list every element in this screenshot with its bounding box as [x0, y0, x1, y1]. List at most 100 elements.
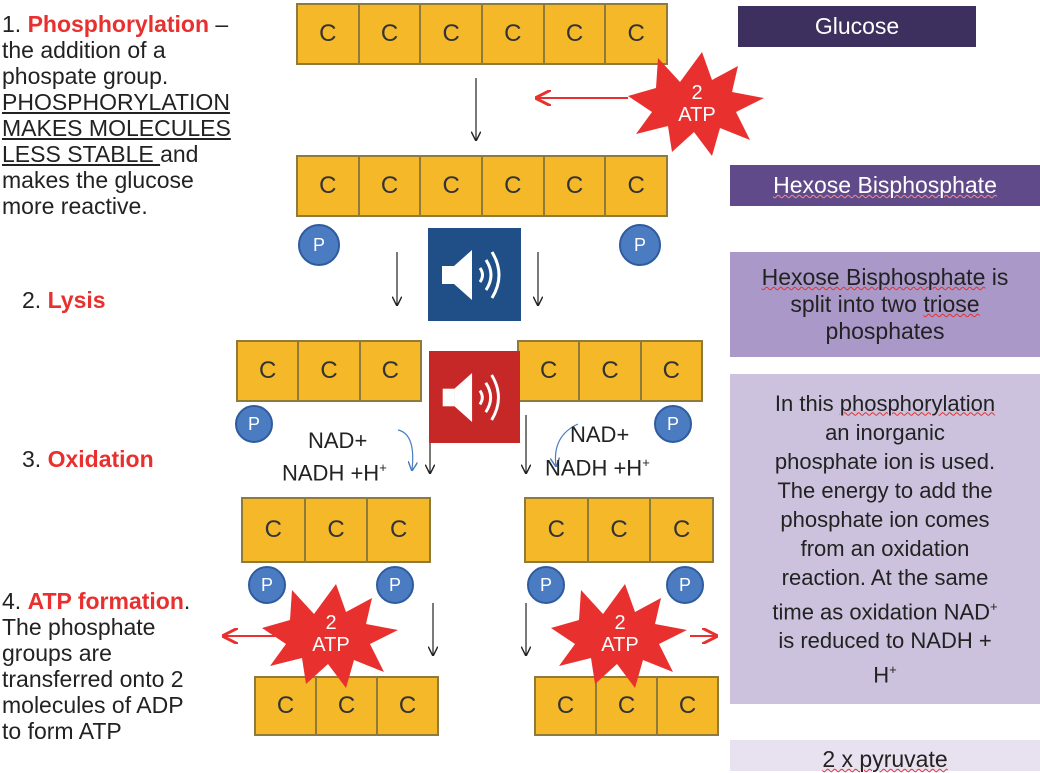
- ox-text-d: phosphate ion is used.: [774, 448, 996, 474]
- pyruvate-label-box: 2 x pyruvate: [730, 740, 1040, 772]
- phosphate-group: P: [666, 566, 704, 604]
- step1-line2: the addition of a: [2, 37, 166, 63]
- step1-and: and: [160, 141, 199, 167]
- carbon-cell: C: [658, 678, 717, 734]
- carbon-cell: C: [359, 5, 422, 63]
- step4-line4: transferred onto 2: [2, 666, 184, 692]
- nadh-right-plus: +: [642, 455, 650, 470]
- phosphate-group: P: [376, 566, 414, 604]
- nadh-left-plus: +: [379, 460, 387, 475]
- oxidation-explanation-box: In this phosphorylation an inorganic pho…: [730, 374, 1040, 704]
- step1-line3: phospate group.: [2, 63, 169, 89]
- atp-count: 2: [614, 612, 626, 634]
- atp-label: ATP: [312, 634, 350, 656]
- carbon-cell: C: [360, 342, 420, 400]
- atp-count: 2: [691, 82, 703, 104]
- lysis-explanation-box: Hexose Bisphosphate is split into two tr…: [730, 252, 1040, 357]
- nad-label-left: NAD+: [308, 428, 368, 453]
- carbon-cell: C: [536, 678, 597, 734]
- ox-text-e: The energy to add the: [777, 477, 993, 503]
- glucose-label: Glucose: [814, 13, 900, 39]
- carbon-cell: C: [359, 157, 422, 215]
- ox-text-k-plus: +: [889, 662, 897, 677]
- step3-number: 3.: [22, 446, 42, 472]
- speaker-glyph: [442, 250, 501, 300]
- carbon-cell: C: [544, 5, 607, 63]
- carbon-cell: C: [421, 5, 484, 63]
- nadh-label-left: NADH +H+: [282, 455, 387, 486]
- step1-emphasis2: MAKES MOLECULES: [2, 115, 231, 141]
- split-text-4: triose: [923, 291, 980, 317]
- ox-text-a: In this: [774, 390, 840, 416]
- speaker-icon[interactable]: [428, 228, 521, 321]
- oxidised-right-chain: C C C: [524, 497, 714, 563]
- atp-count: 2: [325, 612, 337, 634]
- carbon-cell: C: [606, 5, 667, 63]
- step4-description: 4. ATP formation. The phosphate groups a…: [2, 588, 190, 744]
- carbon-cell: C: [317, 678, 378, 734]
- step4-title: ATP formation: [27, 588, 184, 614]
- carbon-cell: C: [606, 157, 667, 215]
- atp-burst-output-left: 2 ATP: [262, 582, 400, 690]
- carbon-cell: C: [256, 678, 317, 734]
- ox-text-i: time as oxidation NAD: [772, 599, 991, 624]
- step1-emphasis1: PHOSPHORYLATION: [2, 89, 230, 115]
- down-arrow-icon: [397, 78, 538, 655]
- hexose-label-box: Hexose Bisphosphate: [730, 165, 1040, 206]
- phosphate-group: P: [298, 224, 340, 266]
- triose-phosphate-right-chain: C C C: [517, 340, 703, 402]
- carbon-cell: C: [483, 157, 545, 215]
- hexose-bisphosphate-carbon-chain: C C C C C C: [296, 155, 668, 217]
- ox-text-g: from an oxidation: [800, 535, 970, 561]
- carbon-cell: C: [526, 499, 589, 561]
- ox-text-h: reaction. At the same: [781, 564, 989, 590]
- burst-shape: [262, 584, 398, 688]
- step4-line3: groups are: [2, 640, 112, 666]
- step4-period: .: [183, 588, 191, 614]
- ox-text-k: H: [873, 662, 890, 688]
- speaker-glyph: [442, 373, 500, 422]
- carbon-cell: C: [641, 342, 701, 400]
- step2-number: 2.: [22, 287, 42, 313]
- step4-number: 4.: [2, 588, 22, 614]
- nadh-left-text: NADH +H: [282, 460, 380, 486]
- carbon-cell: C: [298, 157, 360, 215]
- carbon-cell: C: [588, 499, 652, 561]
- carbon-cell: C: [298, 5, 360, 63]
- step1-emphasis3: LESS STABLE: [2, 141, 161, 167]
- ox-text-i-plus: +: [990, 598, 998, 614]
- glucose-label-box: Glucose: [738, 6, 976, 47]
- carbon-cell: C: [368, 499, 430, 561]
- step1-line7: makes the glucose: [2, 167, 194, 193]
- step1-title: Phosphorylation: [27, 11, 210, 37]
- ox-text-c: an inorganic: [825, 419, 945, 445]
- phosphate-group: P: [654, 405, 692, 443]
- nad-label-right: NAD+: [570, 422, 630, 447]
- step1-description: 1. Phosphorylation – the addition of a p…: [2, 11, 231, 219]
- phosphate-group: P: [248, 566, 286, 604]
- carbon-cell: C: [483, 5, 545, 63]
- split-text-3: split into two: [790, 291, 924, 317]
- step1-dash: –: [209, 11, 229, 37]
- nadh-right-text: NADH +H: [545, 455, 643, 481]
- triose-phosphate-left-chain: C C C: [236, 340, 422, 402]
- carbon-cell: C: [544, 157, 607, 215]
- nadh-label-right: NADH +H+: [545, 450, 650, 481]
- burst-shape: [628, 52, 764, 156]
- ox-text-f: phosphate ion comes: [780, 506, 990, 532]
- carbon-cell: C: [378, 678, 437, 734]
- speaker-icon[interactable]: [429, 351, 520, 443]
- burst-shape: [551, 584, 687, 688]
- phosphate-group: P: [619, 224, 661, 266]
- atp-burst-output-right: 2 ATP: [551, 582, 689, 690]
- carbon-cell: C: [243, 499, 306, 561]
- step1-number: 1.: [2, 11, 22, 37]
- atp-label: ATP: [678, 104, 716, 126]
- step2-description: 2. Lysis: [22, 287, 106, 313]
- step4-line6: to form ATP: [2, 718, 122, 744]
- glucose-carbon-chain: C C C C C C: [296, 3, 668, 65]
- carbon-cell: C: [305, 499, 369, 561]
- step2-title: Lysis: [47, 287, 106, 313]
- carbon-cell: C: [421, 157, 484, 215]
